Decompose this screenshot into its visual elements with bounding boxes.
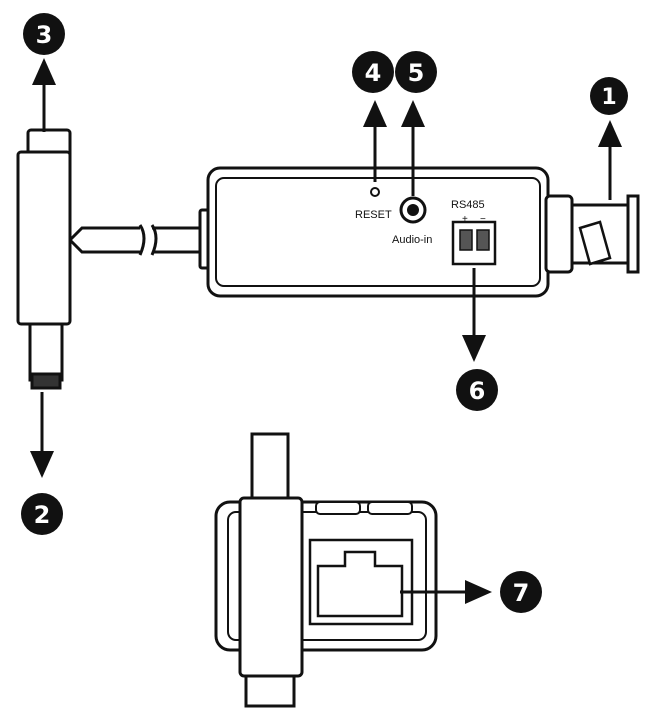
rs485-plus-label: +: [462, 214, 468, 225]
bnc-boot: [544, 194, 574, 274]
callout-6-number: 6: [469, 377, 486, 405]
callout-2: 2: [21, 493, 63, 535]
rs485-minus-label: −: [480, 214, 486, 225]
callout-3-number: 3: [36, 21, 53, 49]
callout-2-number: 2: [34, 501, 51, 529]
rj45-unit: [214, 432, 438, 708]
arrows: [30, 58, 622, 604]
audio-in-label: Audio-in: [392, 234, 432, 246]
reset-hole: [370, 187, 380, 197]
dc-plug-barrel: [28, 322, 64, 382]
callout-3: 3: [23, 13, 65, 55]
power-connector-body: [16, 150, 72, 326]
rj45-side-clamp: [238, 496, 304, 678]
rs485-terminal-plus: [459, 229, 473, 251]
rs485-terminal-minus: [476, 229, 490, 251]
callout-1-number: 1: [601, 85, 616, 110]
main-unit: [198, 166, 550, 298]
callout-5-number: 5: [408, 59, 425, 87]
callout-7: 7: [500, 571, 542, 613]
reset-label: RESET: [355, 209, 392, 221]
callout-4: 4: [352, 51, 394, 93]
rj45-bottom-post: [244, 674, 296, 708]
callout-1: 1: [590, 77, 628, 115]
audio-in-jack-hole: [407, 204, 419, 216]
callout-7-number: 7: [513, 579, 530, 607]
rj45-top-tab-1: [315, 501, 361, 515]
dc-plug-tip: [30, 372, 62, 390]
rs485-label: RS485: [451, 199, 485, 211]
bnc-tip: [626, 194, 640, 274]
callout-6: 6: [456, 369, 498, 411]
power-connector: [16, 128, 72, 390]
rj45-port-socket: [316, 550, 404, 618]
bnc-bayonet: [578, 220, 612, 266]
rj45-top-tab-2: [367, 501, 413, 515]
bnc-connector: [544, 194, 640, 274]
cable: [68, 224, 205, 256]
callout-4-number: 4: [365, 59, 382, 87]
callout-5: 5: [395, 51, 437, 93]
